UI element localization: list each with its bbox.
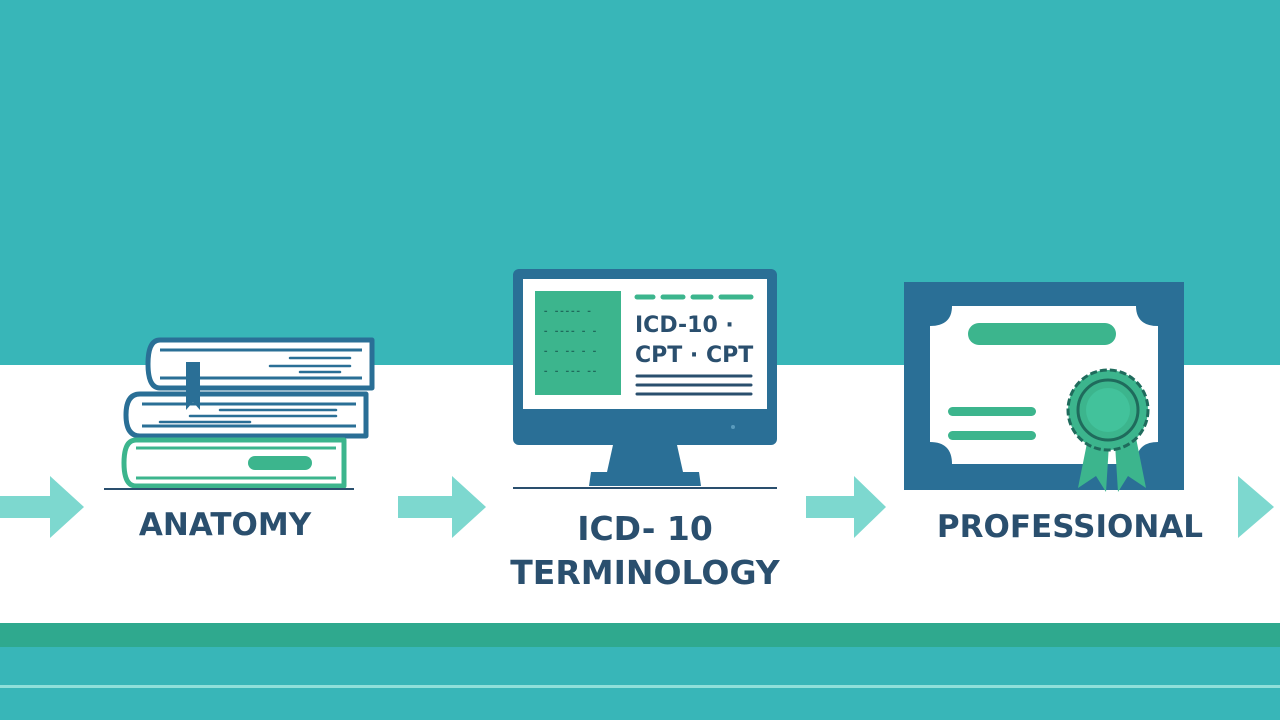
screen-code-line: ICD-10 · [635,313,734,338]
bottom-accent-line [0,685,1280,688]
step-label-anatomy: ANATOMY [138,507,312,543]
step-label-professional: PROFESSIONAL [936,509,1204,545]
screen-code-line: CPT · CPT [635,343,753,368]
arrow-right-icon [398,476,486,538]
screen-panel-line: - ----- - [543,307,592,317]
step-label-line: ICD- 10 [577,509,713,548]
arrow-right-icon [0,476,84,538]
screen-panel-line: - - --- -- [543,367,597,377]
step-label-icd-terminology: ICD- 10 TERMINOLOGY [470,507,820,595]
bottom-teal-band [0,647,1280,720]
arrow-right-icon [806,476,886,538]
screen-panel-line: - - -- - - [543,347,597,357]
books-stack-icon [104,337,375,490]
certificate-award-icon [904,282,1184,492]
screen-panel-line: - ---- - - [543,327,597,337]
step-label-line: TERMINOLOGY [510,553,780,592]
computer-monitor-icon: - ----- - - ---- - - - - -- - - - - --- … [513,269,777,489]
green-stripe [0,623,1280,647]
arrow-right-icon [1238,476,1274,538]
